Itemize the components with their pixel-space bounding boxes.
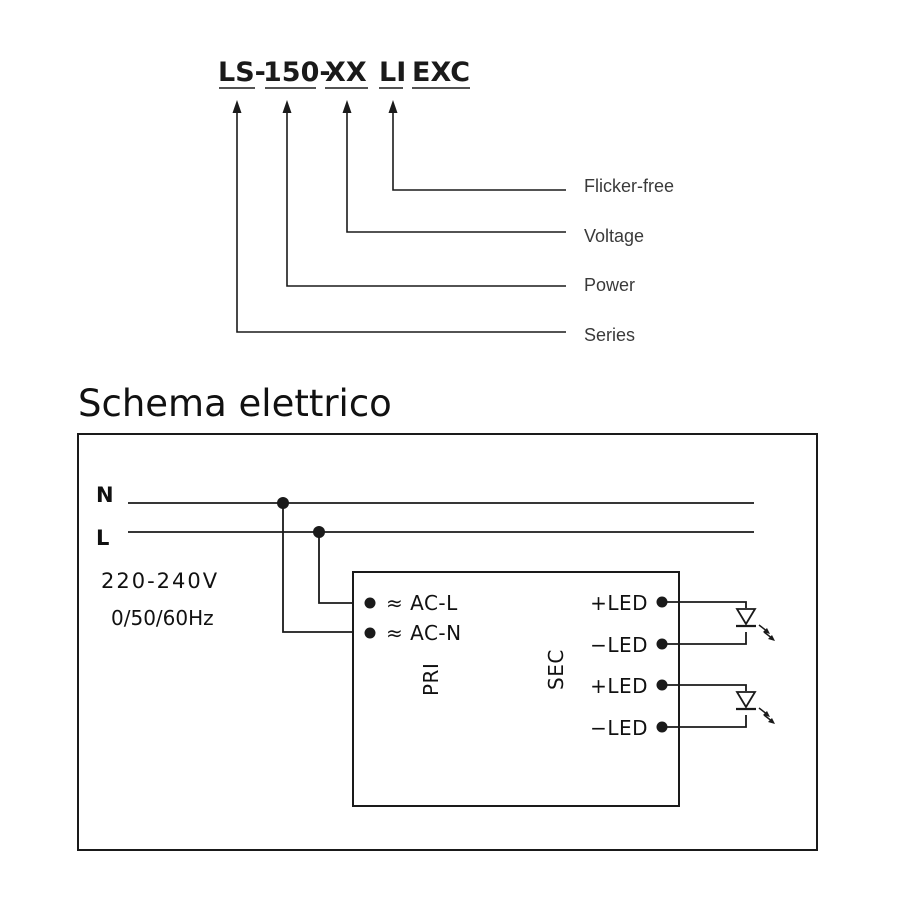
leader-arrowheads <box>232 100 398 113</box>
live-drop-wire <box>318 532 357 604</box>
led2-plus-label: +LED <box>590 674 648 698</box>
led-diode-icon <box>735 608 775 641</box>
legend-series: Series <box>584 325 635 345</box>
led1-minus-label: −LED <box>590 633 648 657</box>
primary-label: PRI <box>419 663 443 696</box>
secondary-label: SEC <box>544 649 568 690</box>
code-exc: EXC <box>412 57 470 88</box>
mains-wires <box>128 502 754 633</box>
code-power: 150- <box>263 57 331 88</box>
neutral-drop-wire <box>282 503 357 633</box>
live-junction <box>313 526 325 538</box>
model-code: LS- 150- XX LI EXC <box>218 57 470 88</box>
led2-minus-label: −LED <box>590 716 648 740</box>
arrow-up-icon <box>342 100 352 113</box>
led-diode-icon <box>735 691 775 724</box>
code-flicker: LI <box>379 57 406 88</box>
input-voltage: 220-240V <box>101 569 219 593</box>
ac-l-terminal <box>364 597 376 609</box>
arrow-up-icon <box>232 100 242 113</box>
led1-wiring <box>662 601 747 645</box>
mains-label-l: L <box>96 526 109 550</box>
led2-wiring <box>662 684 747 728</box>
leader-lines <box>236 112 566 333</box>
legend-voltage: Voltage <box>584 226 644 246</box>
ac-n-terminal <box>364 627 376 639</box>
ac-l-label: ≈ AC-L <box>386 591 458 615</box>
arrow-up-icon <box>388 100 398 113</box>
legend-flicker-free: Flicker-free <box>584 176 674 196</box>
code-voltage: XX <box>325 57 367 88</box>
code-legend: Flicker-free Voltage Power Series <box>584 176 674 345</box>
driver-box <box>352 571 680 807</box>
mains-label-n: N <box>96 483 114 507</box>
code-series: LS- <box>218 57 266 88</box>
ac-n-label: ≈ AC-N <box>386 621 462 645</box>
input-frequency: 0/50/60Hz <box>111 606 214 630</box>
led1-plus-label: +LED <box>590 591 648 615</box>
arrow-up-icon <box>282 100 292 113</box>
section-title: Schema elettrico <box>78 382 392 425</box>
legend-power: Power <box>584 275 635 295</box>
neutral-junction <box>277 497 289 509</box>
diagram-frame <box>77 433 818 851</box>
